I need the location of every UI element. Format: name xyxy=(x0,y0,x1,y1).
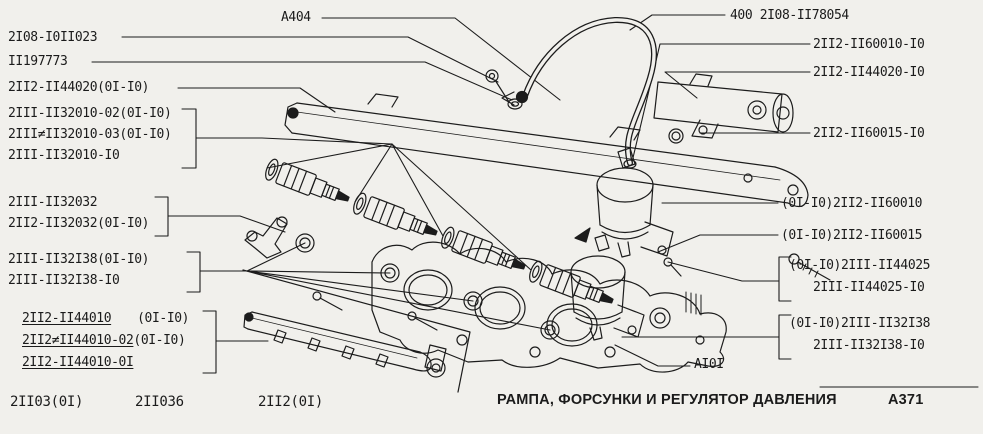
leader-lines xyxy=(91,14,979,388)
part-label-injector-1: 2III-II32010-02(0I-I0) xyxy=(8,106,172,121)
part-label-rail-assy-2: 2II2≠II44010-02(0I-I0) xyxy=(22,333,186,348)
part-label-seal2-0110: (0I-I0)2III-II32I38 xyxy=(789,316,931,331)
part-label-washer: II197773 xyxy=(8,54,68,69)
part-label-seal-1: 2III-II32I38(0I-I0) xyxy=(8,252,150,267)
clamp-bracket-drawing xyxy=(244,216,288,259)
part-label-bracket-10: 2III-II44025-I0 xyxy=(813,280,925,295)
injectors-drawing xyxy=(262,157,617,340)
regulators-drawing xyxy=(570,147,682,341)
part-label-a101: AI0I xyxy=(694,357,724,372)
part-label-regulator-10: 2II2-II60015-I0 xyxy=(813,126,925,141)
fuel-rail-drawing xyxy=(284,93,809,208)
part-label-damper-0110: (0I-I0)2II2-II60010 xyxy=(781,196,923,211)
part-label-rail: 2II2-II44020(0I-I0) xyxy=(8,80,150,95)
model-code-21103: 2II03(0I) xyxy=(10,394,84,410)
part-number-suffix: (0I-I0) xyxy=(133,333,186,348)
part-label-clamp-1: 2III-II32032 xyxy=(8,195,98,210)
part-label-injector-3: 2III-II32010-I0 xyxy=(8,148,120,163)
part-label-bracket-0110: (0I-I0)2III-II44025 xyxy=(789,258,931,273)
model-code-2112: 2II2(0I) xyxy=(258,394,324,410)
part-label-seal2-10: 2III-II32I38-I0 xyxy=(813,338,925,353)
damper-drawing xyxy=(653,73,794,144)
part-label-regulator-0110: (0I-I0)2II2-II60015 xyxy=(781,228,923,243)
part-number-underlined: 2II2-II44010 xyxy=(22,311,112,326)
part-label-hose: 400 2I08-II78054 xyxy=(730,8,849,23)
manifold-drawing xyxy=(312,241,831,373)
part-label-injector-2: 2III≠II32010-03(0I-I0) xyxy=(8,127,172,142)
part-label-rail-assy-3: 2II2-II44010-0I xyxy=(22,355,134,370)
part-label-bolt: 2I08-I0II023 xyxy=(8,30,98,45)
rail-assembly-inset-drawing xyxy=(242,269,471,393)
part-number-suffix: (0I-I0) xyxy=(137,311,190,326)
part-label-a404: A404 xyxy=(281,10,311,25)
part-label-damper-10: 2II2-II60010-I0 xyxy=(813,37,925,52)
bolt-washer-drawing xyxy=(485,69,523,110)
part-label-rail-10: 2II2-II44020-I0 xyxy=(813,65,925,80)
part-number-underlined: 2II2≠II44010-02 xyxy=(22,333,134,348)
part-label-clamp-2: 2II2-II32032(0I-I0) xyxy=(8,216,150,231)
part-label-rail-assy-1: 2II2-II44010 (0I-I0) xyxy=(22,311,190,326)
sheet-title: РАМПА, ФОРСУНКИ И РЕГУЛЯТОР ДАВЛЕНИЯ xyxy=(497,392,837,408)
part-label-seal-2: 2III-II32I38-I0 xyxy=(8,273,120,288)
part-number-underlined: 2II2-II44010-0I xyxy=(22,355,134,370)
model-code-21036: 2II036 xyxy=(135,394,184,410)
sheet-number: А371 xyxy=(888,392,924,408)
fuel-hose-drawing xyxy=(501,16,657,169)
